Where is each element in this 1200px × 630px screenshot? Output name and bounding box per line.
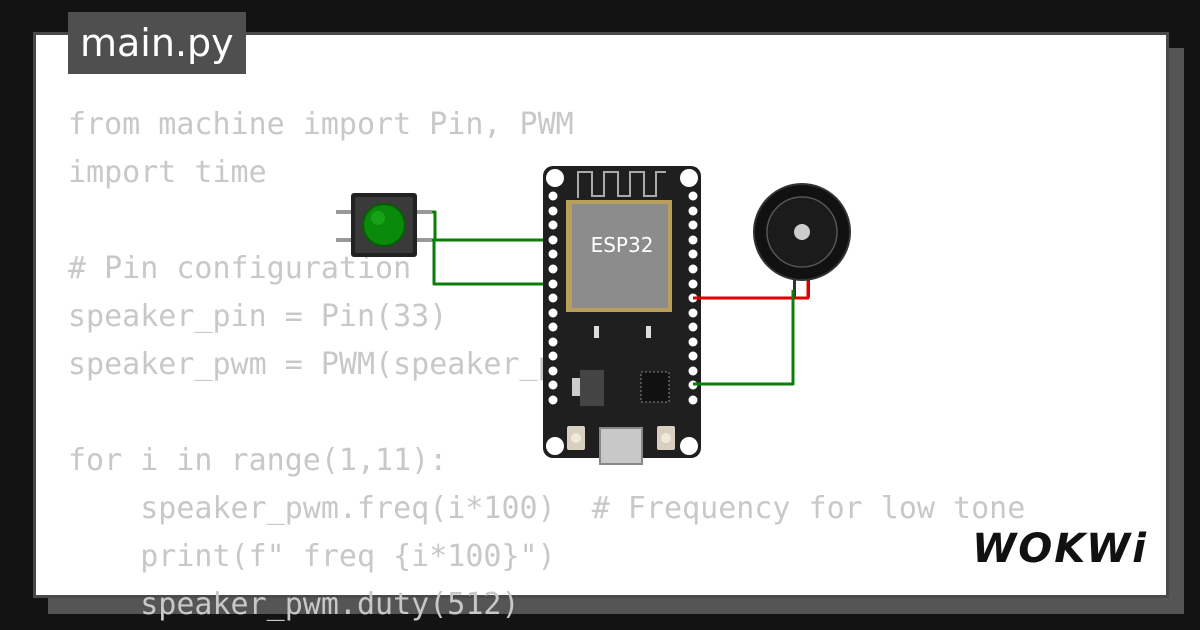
code-line: speaker_pwm.freq(i*100) # Frequency for … [68, 491, 1026, 526]
code-line: # Pin configuration [68, 251, 412, 286]
esp32-board[interactable]: ESP32 [543, 166, 701, 465]
code-line: for i in range(1,11): [68, 443, 448, 478]
wokwi-logo: WOKWi [972, 526, 1148, 572]
buzzer-wires [693, 281, 810, 386]
piezo-buzzer[interactable] [753, 183, 851, 297]
code-line: speaker_pwm.duty(512) [68, 587, 520, 622]
wire-green [432, 210, 549, 242]
pushbutton[interactable] [336, 193, 432, 257]
code-line: from machine import Pin, PWM [68, 107, 574, 142]
wire-green [693, 290, 795, 386]
wire-red [693, 281, 810, 300]
esp32-chip [572, 204, 668, 308]
usb-port [599, 427, 643, 465]
code-line: print(f" freq {i*100}") [68, 539, 556, 574]
code-line: import time [68, 155, 267, 190]
button-wires [432, 210, 549, 286]
pushbutton-cap [362, 203, 406, 247]
code-line: speaker_pin = Pin(33) [68, 299, 448, 334]
antenna-trace [577, 171, 666, 198]
pin-headers-left [548, 191, 558, 405]
file-tab[interactable]: main.py [68, 12, 246, 74]
esp32-label: ESP32 [591, 233, 654, 257]
wire-green [432, 238, 549, 286]
